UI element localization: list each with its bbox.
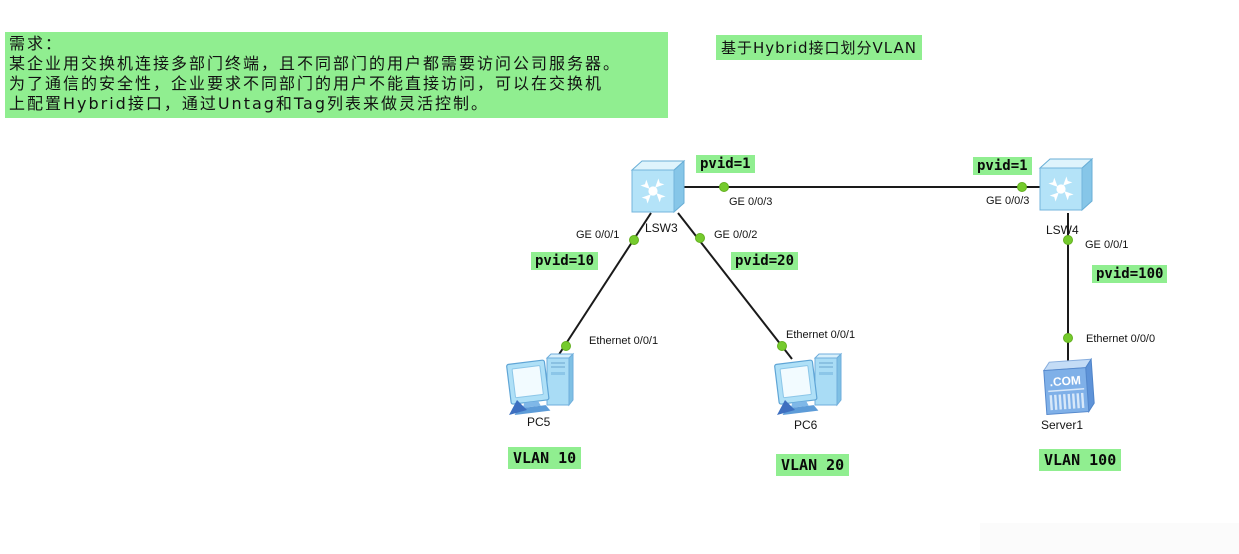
- requirement-note-line: 需求：: [9, 34, 64, 53]
- pvid-note-lsw4-ge001[interactable]: pvid=100: [1092, 265, 1168, 283]
- vlan-note-pc6[interactable]: VLAN 20: [776, 454, 850, 476]
- port-label-lsw3-ge003: GE 0/0/3: [729, 196, 773, 208]
- vlan-note-server1[interactable]: VLAN 100: [1039, 449, 1122, 471]
- port-dot: [561, 341, 571, 351]
- device-label-lsw3: LSW3: [645, 221, 678, 235]
- device-label-lsw4: LSW4: [1046, 223, 1079, 237]
- device-pc6[interactable]: [773, 348, 845, 423]
- server-icon: .COM: [1042, 357, 1095, 416]
- port-dot: [719, 182, 729, 192]
- port-label-lsw3-ge002: GE 0/0/2: [714, 229, 758, 241]
- pvid-note-lsw3-ge001[interactable]: pvid=10: [531, 252, 599, 270]
- device-lsw4[interactable]: ➤ ➤ ➤ ➤: [1038, 157, 1100, 218]
- device-label-server1: Server1: [1041, 418, 1084, 432]
- pvid-note-lsw3-ge002[interactable]: pvid=20: [731, 252, 799, 270]
- requirement-note[interactable]: 需求： 某企业用交换机连接多部门终端，且不同部门的用户都需要访问公司服务器。 为…: [5, 32, 668, 118]
- background-strip: [980, 523, 1239, 554]
- switch-icon: ➤ ➤ ➤ ➤: [630, 159, 686, 214]
- requirement-note-line: 为了通信的安全性，企业要求不同部门的用户不能直接访问，可以在交换机: [9, 74, 604, 93]
- port-dot: [1063, 333, 1073, 343]
- device-lsw3[interactable]: ➤ ➤ ➤ ➤: [630, 159, 692, 220]
- port-label-lsw4-ge003: GE 0/0/3: [986, 195, 1030, 207]
- diagram-title[interactable]: 基于Hybrid接口划分VLAN: [716, 35, 922, 60]
- device-pc5[interactable]: [505, 348, 577, 423]
- pc-icon: [506, 352, 575, 415]
- switch-icon: ➤ ➤ ➤ ➤: [1038, 157, 1094, 212]
- requirement-note-line: 上配置Hybrid接口，通过Untag和Tag列表来做灵活控制。: [9, 94, 490, 113]
- port-label-lsw3-ge001: GE 0/0/1: [576, 229, 620, 241]
- port-dot: [777, 341, 787, 351]
- port-label-lsw4-ge001: GE 0/0/1: [1085, 239, 1129, 251]
- pvid-note-lsw4-ge003[interactable]: pvid=1: [973, 157, 1032, 175]
- pc-icon: [774, 352, 843, 415]
- port-label-pc6-eth001: Ethernet 0/0/1: [786, 329, 856, 341]
- port-label-pc5-eth001: Ethernet 0/0/1: [589, 335, 659, 347]
- requirement-note-line: 某企业用交换机连接多部门终端，且不同部门的用户都需要访问公司服务器。: [9, 54, 622, 73]
- device-label-pc6: PC6: [794, 418, 818, 432]
- vlan-note-pc5[interactable]: VLAN 10: [508, 447, 582, 469]
- port-dot: [629, 235, 639, 245]
- port-dot: [1063, 235, 1073, 245]
- port-dot: [1017, 182, 1027, 192]
- svg-text:.COM: .COM: [1049, 373, 1081, 389]
- port-dot: [695, 233, 705, 243]
- device-label-pc5: PC5: [527, 415, 551, 429]
- device-server1[interactable]: .COM: [1039, 357, 1097, 422]
- pvid-note-lsw3-ge003[interactable]: pvid=1: [696, 155, 755, 173]
- port-label-server1-eth000: Ethernet 0/0/0: [1086, 333, 1156, 345]
